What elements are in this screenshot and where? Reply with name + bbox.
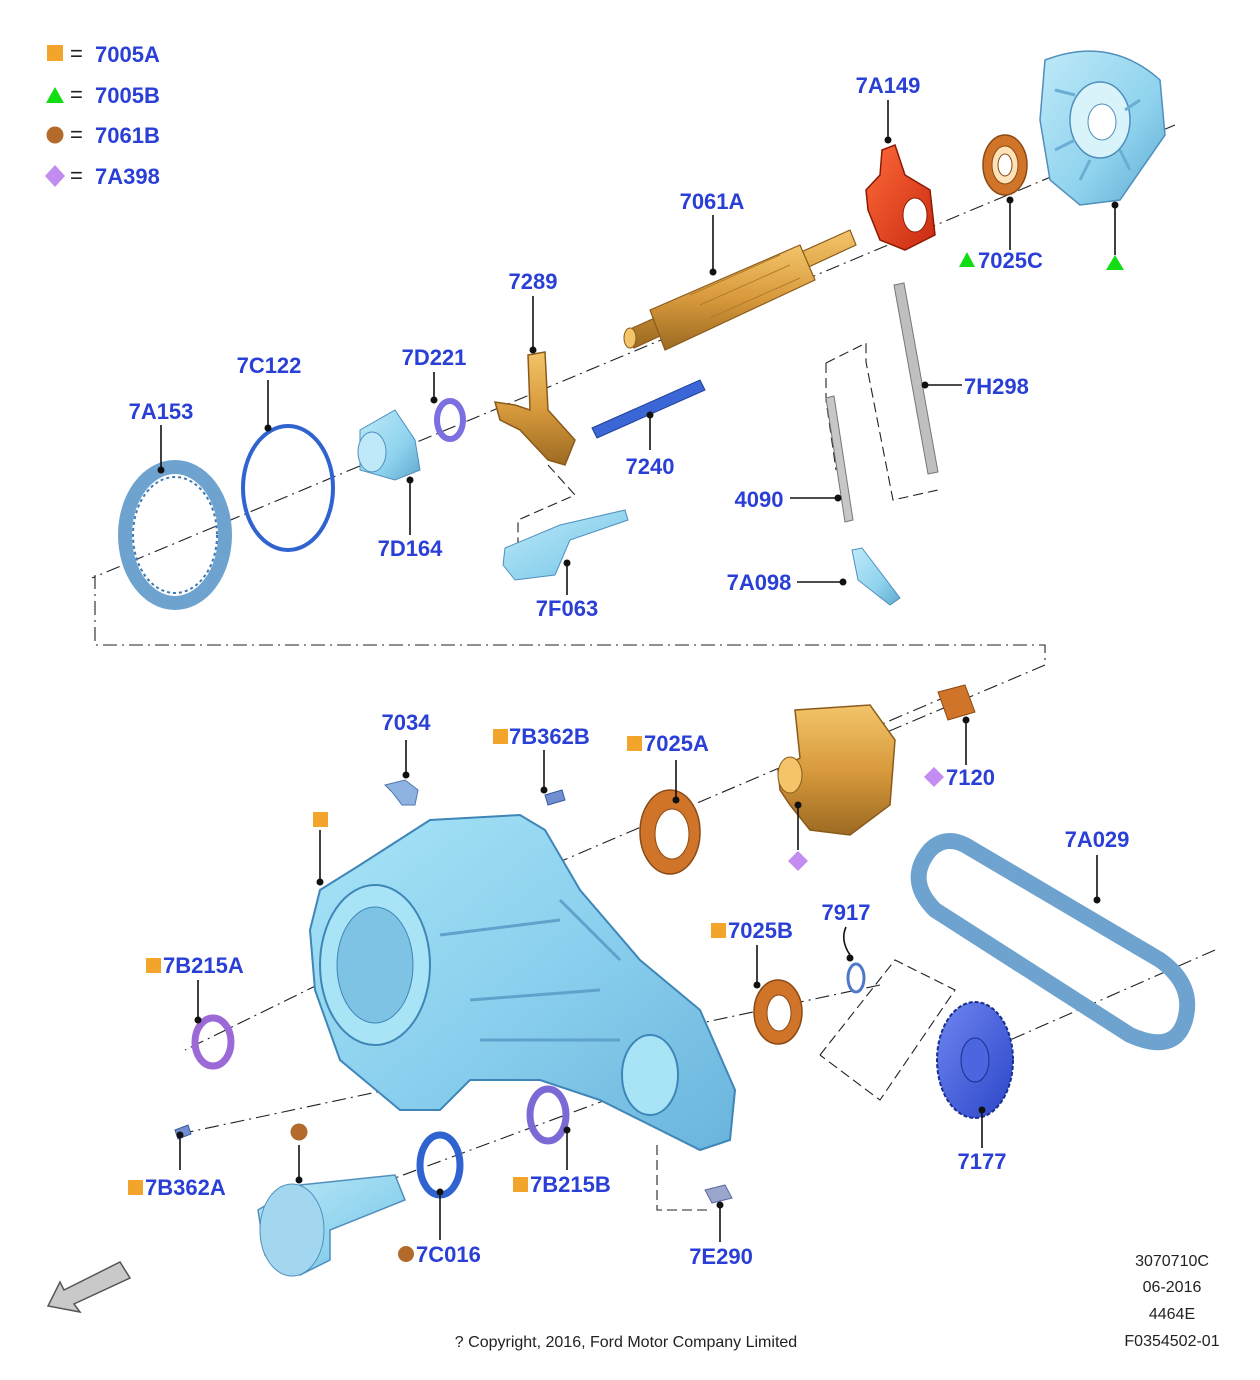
orange-square-icon — [128, 1180, 143, 1195]
label-7A098: 7A098 — [727, 570, 792, 595]
mainshaft-7061A — [623, 229, 857, 351]
transfer-case-housing — [308, 813, 737, 1152]
drawing-number: 3070710C — [1135, 1253, 1209, 1270]
label-7177: 7177 — [958, 1149, 1007, 1174]
shift-fork-7289 — [493, 351, 576, 466]
sprocket-7177 — [936, 1001, 1014, 1119]
output-shaft-gold — [777, 704, 896, 836]
label-7061A: 7061A — [680, 189, 745, 214]
seal-7C016 — [416, 1131, 464, 1199]
bearing-7025C — [982, 134, 1028, 196]
legend-equals: = — [70, 82, 83, 107]
label-7025A: 7025A — [644, 731, 709, 756]
orange-square-icon — [146, 958, 161, 973]
orange-square-icon — [627, 736, 642, 751]
detent-7F063 — [502, 509, 629, 581]
green-triangle-icon — [959, 252, 975, 267]
snap-ring-7D221 — [434, 398, 466, 442]
label-7289: 7289 — [509, 269, 558, 294]
lever-7A098 — [851, 547, 901, 606]
legend-equals: = — [70, 163, 83, 188]
leader-lines — [157, 100, 1119, 1242]
label-7C122: 7C122 — [237, 353, 302, 378]
seal-7B215A — [191, 1014, 235, 1070]
label-7D221: 7D221 — [402, 345, 467, 370]
output-flange — [257, 1174, 406, 1277]
violet-diamond-icon — [924, 767, 944, 787]
legend-equals: = — [70, 122, 83, 147]
brown-circle-icon — [290, 1123, 308, 1141]
label-7917: 7917 — [822, 900, 871, 925]
shift-rail-4090 — [825, 395, 854, 523]
legend-item-7005B: = 7005B — [46, 82, 160, 108]
vent-7034 — [384, 779, 419, 806]
label-7A149: 7A149 — [856, 73, 921, 98]
part-markers — [128, 252, 1124, 1262]
retaining-ring-7C122 — [241, 424, 335, 552]
label-7B362B: 7B362B — [509, 724, 590, 749]
orange-square-icon — [711, 923, 726, 938]
label-4090: 4090 — [735, 487, 784, 512]
hub-7D164 — [357, 409, 421, 481]
label-7F063: 7F063 — [536, 596, 598, 621]
legend-code: 7061B — [95, 123, 160, 148]
ring-gear-7A153 — [118, 460, 232, 610]
figure-code: F0354502-01 — [1124, 1333, 1219, 1350]
label-7D164: 7D164 — [378, 536, 444, 561]
label-7B215A: 7B215A — [163, 953, 244, 978]
bushing-7120 — [937, 684, 976, 721]
clip-7917 — [846, 962, 866, 994]
legend-code: 7005B — [95, 83, 160, 108]
legend-code: 7005A — [95, 42, 160, 67]
legend-item-7A398: = 7A398 — [45, 163, 160, 189]
label-7034: 7034 — [382, 710, 432, 735]
drawing-date: 06-2016 — [1143, 1279, 1202, 1296]
label-7H298: 7H298 — [964, 374, 1029, 399]
green-triangle-icon — [1106, 255, 1124, 270]
label-7240: 7240 — [626, 454, 675, 479]
legend-code: 7A398 — [95, 164, 160, 189]
model-code: 4464E — [1149, 1306, 1195, 1323]
legend-item-7061B: = 7061B — [46, 122, 160, 148]
shift-rail-7H298 — [893, 282, 939, 475]
label-7A029: 7A029 — [1065, 827, 1130, 852]
orange-square-icon — [493, 729, 508, 744]
plug-7B362B — [544, 789, 566, 806]
rear-cover-plate — [1039, 50, 1166, 206]
drive-chain-7A029 — [910, 833, 1196, 1051]
brown-circle-icon — [46, 126, 64, 144]
legend-equals: = — [70, 41, 83, 66]
label-7120: 7120 — [946, 765, 995, 790]
label-7E290: 7E290 — [689, 1244, 753, 1269]
orange-square-icon — [47, 45, 63, 61]
copyright-text: ? Copyright, 2016, Ford Motor Company Li… — [455, 1334, 797, 1351]
magnet-7E290 — [704, 1184, 733, 1204]
orange-square-icon — [513, 1177, 528, 1192]
violet-diamond-icon — [788, 851, 808, 871]
green-triangle-icon — [46, 87, 64, 103]
label-7025B: 7025B — [728, 918, 793, 943]
label-7B215B: 7B215B — [530, 1172, 611, 1197]
legend-item-7005A: = 7005A — [47, 41, 160, 67]
label-7B362A: 7B362A — [145, 1175, 226, 1200]
label-7A153: 7A153 — [129, 399, 194, 424]
direction-arrow-icon — [46, 1261, 132, 1314]
bearing-7025B — [753, 979, 803, 1045]
bearing-7025A — [639, 789, 701, 875]
part-labels: 7A149 7061A 7025C 7289 7H298 7C122 7D221… — [129, 73, 1130, 1269]
brown-circle-icon — [398, 1246, 414, 1262]
legend: = 7005A = 7005B = 7061B = 7A398 — [45, 41, 160, 189]
orange-square-icon — [313, 812, 328, 827]
seal-7B215B — [526, 1085, 570, 1145]
label-7C016: 7C016 — [416, 1242, 481, 1267]
rod-7240 — [591, 379, 706, 439]
shift-fork-7A149 — [865, 144, 936, 251]
label-7025C: 7025C — [978, 248, 1043, 273]
violet-diamond-icon — [45, 165, 65, 187]
footer: 3070710C 06-2016 4464E F0354502-01 ? Cop… — [455, 1253, 1220, 1351]
